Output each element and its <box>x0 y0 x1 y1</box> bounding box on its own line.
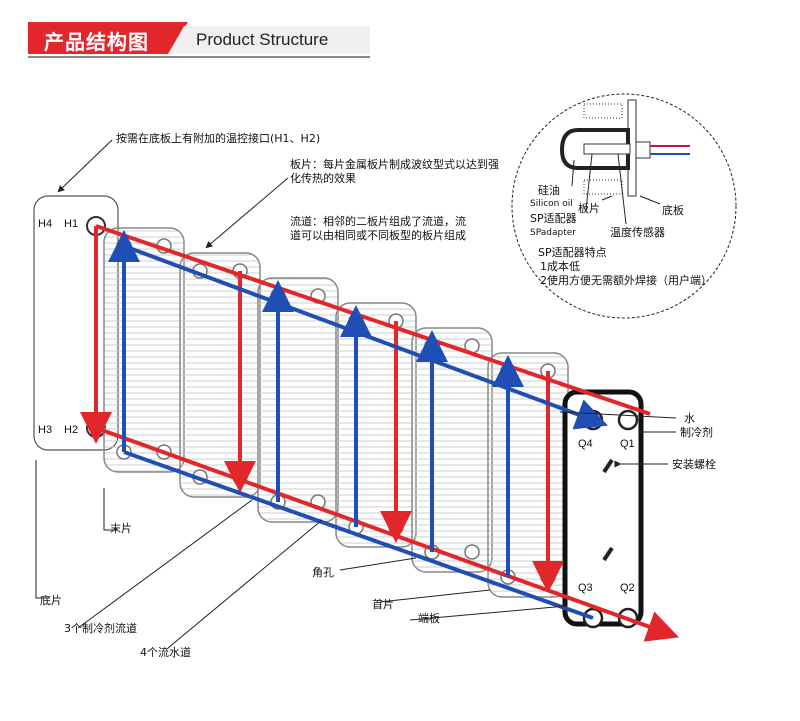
sp-adapter-inset <box>511 93 737 319</box>
header-title-en: Product Structure <box>196 30 329 49</box>
inset-sensor-label: 温度传感器 <box>610 226 665 239</box>
mounting-bolt-top <box>602 458 614 474</box>
header-red-tab <box>28 22 188 54</box>
header-rule <box>28 56 370 58</box>
channel-note-line1: 流道：相邻的二板片组成了流道，流 <box>290 215 466 228</box>
port-q1-label: Q1 <box>620 438 635 450</box>
water-label: 水 <box>684 412 695 425</box>
end-cover-plate <box>562 389 644 627</box>
port-q1-hole <box>617 409 639 431</box>
port-h2-label: H2 <box>64 424 79 436</box>
water-flow <box>108 230 609 620</box>
bolt-label: 安装螺栓 <box>672 458 716 471</box>
plate-note-line1: 板片：每片金属板片制成波纹型式以达到强 <box>290 158 499 171</box>
port-h1-label: H1 <box>64 218 79 230</box>
channel-note-line2: 道可以由相同或不同板型的板片组成 <box>290 229 466 242</box>
water-channels-label: 4个流水道 <box>140 646 191 659</box>
corner-hole-label: 角孔 <box>312 566 334 579</box>
end-cover-label: 端板 <box>418 612 440 625</box>
mounting-bolt-bottom <box>602 546 614 562</box>
port-h4-label: H4 <box>38 218 53 230</box>
inset-sp-cn: SP适配器 <box>530 212 577 225</box>
first-plate-label: 首片 <box>372 598 394 611</box>
base-plate-label: 底片 <box>40 594 62 607</box>
inset-feature-2: 2使用方便无需额外焊接（用户端） <box>540 274 712 287</box>
inset-base-label: 底板 <box>662 204 684 217</box>
inset-features-title: SP适配器特点 <box>538 246 607 259</box>
port-q4-label: Q4 <box>578 438 593 450</box>
temp-port-note: 按需在底板上有附加的温控接口(H1、H2) <box>116 132 321 145</box>
plate-stack <box>103 227 569 598</box>
refrigerant-channels-label: 3个制冷剂流道 <box>64 622 137 635</box>
leader-lines <box>35 139 677 649</box>
inset-plate-label: 板片 <box>578 202 600 215</box>
inset-feature-1: 1成本低 <box>540 260 580 273</box>
header-grey-tab <box>168 26 370 54</box>
end-plate-label: 末片 <box>110 522 132 535</box>
inset-silicon-cn: 硅油 <box>538 184 560 197</box>
header-title-cn: 产品结构图 <box>44 30 149 54</box>
refrigerant-label: 制冷剂 <box>680 426 713 439</box>
port-q3-label: Q3 <box>578 582 593 594</box>
port-q2-label: Q2 <box>620 582 635 594</box>
inset-sp-en: SPadapter <box>530 228 576 238</box>
section-header: 产品结构图 Product Structure <box>28 22 370 62</box>
port-h3-label: H3 <box>38 424 53 436</box>
refrigerant-flow <box>80 224 680 642</box>
plate-note-line2: 化传热的效果 <box>290 172 356 185</box>
inset-silicon-en: Silicon oil <box>530 199 573 209</box>
